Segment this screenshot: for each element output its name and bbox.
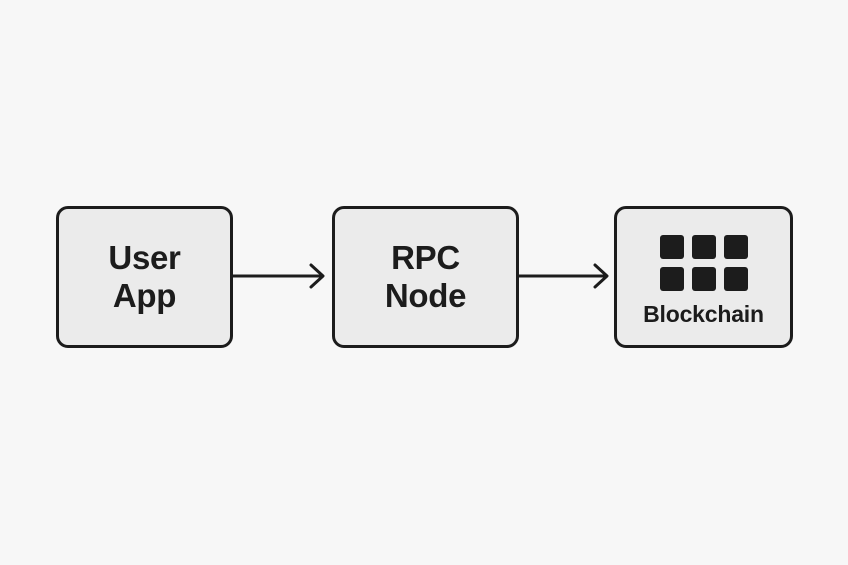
blockchain-label: Blockchain bbox=[643, 301, 764, 327]
blocks-icon bbox=[659, 235, 748, 291]
block-icon bbox=[723, 235, 748, 259]
block-icon bbox=[659, 235, 684, 259]
user-app-label-line1: User bbox=[108, 239, 181, 276]
rpc-node-label-line2: Node bbox=[384, 277, 467, 314]
rpc-node: RPC Node bbox=[332, 206, 519, 348]
user-app-label-line2: App bbox=[112, 277, 177, 314]
arrow-rpc-to-blockchain bbox=[516, 263, 609, 289]
user-app-node: User App bbox=[56, 206, 233, 348]
block-icon bbox=[691, 235, 716, 259]
block-icon bbox=[723, 267, 748, 291]
arrow-user-to-rpc bbox=[230, 263, 325, 289]
blockchain-node: Blockchain bbox=[614, 206, 793, 348]
block-icon bbox=[691, 267, 716, 291]
block-icon bbox=[659, 267, 684, 291]
rpc-node-label-line1: RPC bbox=[391, 239, 460, 276]
